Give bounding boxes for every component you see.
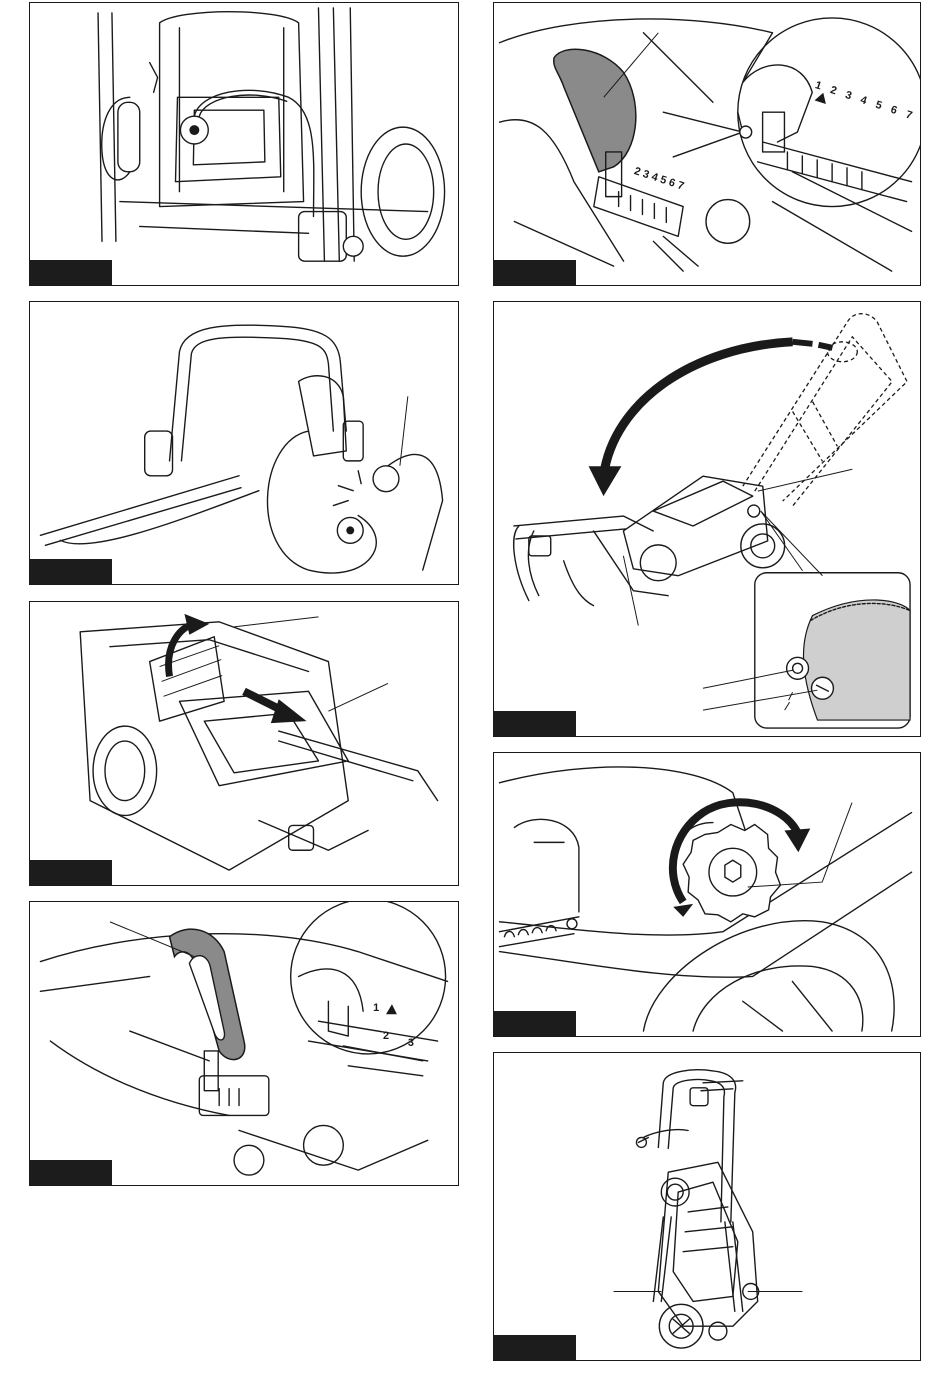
- plug-icon: [373, 466, 399, 492]
- figure-6-panel: [493, 301, 921, 737]
- figure-3-tag: [30, 860, 112, 885]
- svg-text:3: 3: [844, 89, 853, 102]
- push-arrow-icon: [271, 699, 307, 723]
- figure-2-illustration: [30, 302, 458, 584]
- figure-4-panel: 1 2 3: [29, 901, 459, 1186]
- figure-3-illustration: [30, 602, 458, 885]
- svg-text:7: 7: [904, 109, 913, 122]
- figure-5-tag: [494, 260, 576, 285]
- svg-text:6: 6: [889, 104, 898, 117]
- fig4-mark-1: 1: [373, 1002, 379, 1014]
- fig5-large-scale: 1 2 3 4 5 6 7: [811, 79, 914, 130]
- svg-text:5: 5: [874, 99, 883, 112]
- figure-8-panel: [493, 1052, 921, 1361]
- figure-6-tag: [494, 711, 576, 736]
- figure-8-illustration: [494, 1053, 920, 1360]
- figure-7-tag: [494, 1011, 576, 1036]
- svg-text:1: 1: [814, 79, 823, 92]
- figure-5-panel: 2 3 4 5 6 7 1 2 3 4 5 6 7: [493, 2, 921, 286]
- figure-4-tag: [30, 1160, 112, 1185]
- figure-2-tag: [30, 559, 112, 584]
- figure-2-panel: [29, 301, 459, 585]
- figure-3-panel: [29, 601, 459, 886]
- fold-arrow-icon: [603, 342, 792, 476]
- figure-1-panel: [29, 2, 459, 286]
- figure-6-illustration: [494, 302, 920, 736]
- svg-text:2: 2: [829, 84, 838, 97]
- fig4-mark-3: 3: [408, 1037, 414, 1049]
- fig4-mark-2: 2: [383, 1030, 389, 1042]
- height-lever-grip: [554, 49, 636, 172]
- magnifier-callout-icon: [291, 902, 446, 1054]
- figure-8-tag: [494, 1335, 576, 1360]
- figure-7-panel: [493, 752, 921, 1037]
- figure-1-tag: [30, 260, 112, 285]
- figure-7-illustration: [494, 753, 920, 1036]
- fig5-small-scale: 2 3 4 5 6 7: [633, 165, 686, 192]
- svg-text:4: 4: [859, 94, 868, 107]
- figure-5-illustration: 2 3 4 5 6 7 1 2 3 4 5 6 7: [494, 3, 920, 285]
- figure-1-illustration: [30, 3, 458, 285]
- figure-4-illustration: 1 2 3: [30, 902, 458, 1185]
